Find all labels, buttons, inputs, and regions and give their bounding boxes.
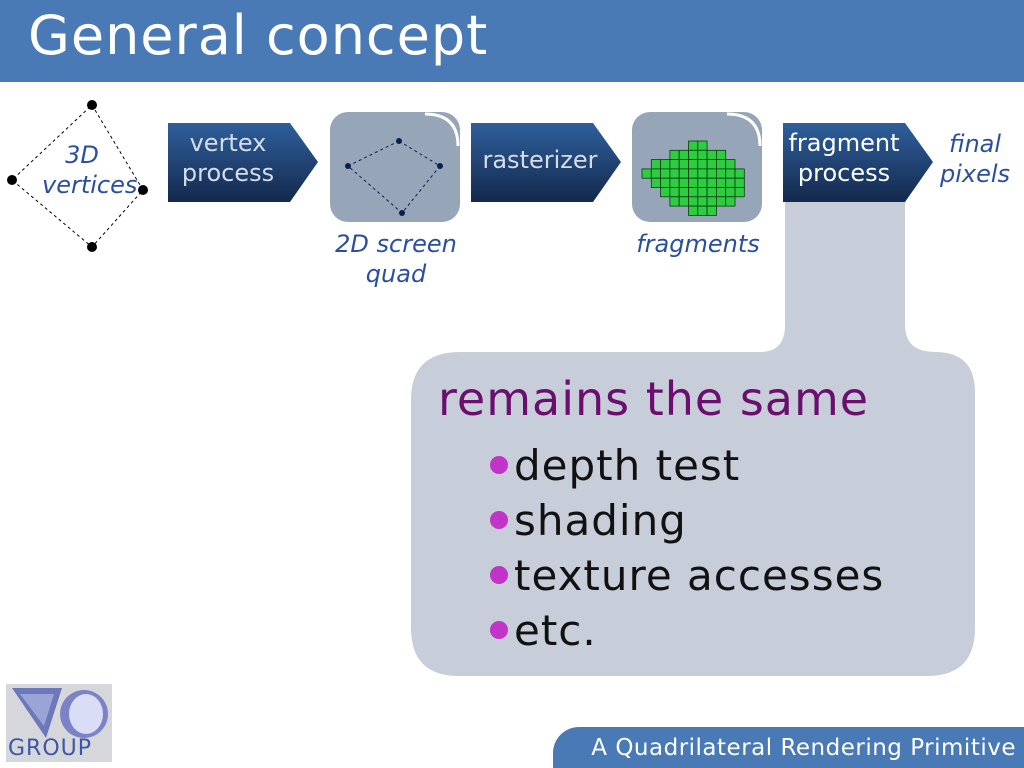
- fragments-tile: [632, 112, 762, 222]
- fragment-cell: [669, 168, 680, 179]
- bullet-dot-icon: [490, 566, 508, 584]
- fragment-cell: [725, 177, 736, 188]
- fragment-cell: [660, 177, 671, 188]
- fragments-label: fragments: [636, 230, 760, 258]
- fragment-cell: [660, 168, 671, 179]
- fragment-cell: [734, 187, 745, 198]
- fragment-cell: [697, 187, 708, 198]
- fragment-cell: [697, 140, 708, 151]
- fragment-cell: [650, 168, 661, 179]
- list-item: shading: [490, 493, 884, 548]
- fragment-cell: [688, 168, 699, 179]
- fragment-cell: [716, 159, 727, 170]
- callout-heading: remains the same: [438, 372, 870, 426]
- fragment-cell: [688, 205, 699, 216]
- screen-quad-tile: [330, 112, 460, 222]
- input-vertices-diagram: [7, 100, 148, 252]
- fragment-cell: [678, 168, 689, 179]
- list-item: depth test: [490, 438, 884, 493]
- fragment-cell: [678, 187, 689, 198]
- title-bar: General concept: [0, 0, 1024, 82]
- fragment-cell: [697, 159, 708, 170]
- fragment-cell: [688, 149, 699, 161]
- bullet-dot-icon: [490, 621, 508, 639]
- fragment-cell: [725, 159, 736, 170]
- fragment-cell: [697, 196, 708, 207]
- fragment-cell: [706, 187, 717, 198]
- fragment-cell: [669, 187, 680, 198]
- fragment-cell: [660, 159, 671, 170]
- fragment-cell: [706, 168, 717, 179]
- fragment-cell: [688, 177, 699, 188]
- fragment-cell: [669, 196, 680, 207]
- fragment-cell: [716, 187, 727, 198]
- fragment-cell: [725, 168, 736, 179]
- callout-connector: [785, 200, 935, 352]
- fragment-process-arrow: [783, 123, 933, 202]
- bullet-dot-icon: [490, 511, 508, 529]
- fragment-cell: [706, 196, 717, 207]
- fragment-cell: [669, 159, 680, 170]
- fragment-cell: [688, 187, 699, 198]
- logo-text: GROUP: [8, 736, 93, 761]
- fragment-cell: [716, 196, 727, 207]
- fragment-cell: [734, 168, 745, 179]
- fragment-cell: [688, 196, 699, 207]
- input-vertices-label: 3D vertices: [42, 141, 138, 199]
- slide-title: General concept: [28, 4, 489, 67]
- fragment-cell: [669, 177, 680, 188]
- fragment-cell: [706, 149, 717, 161]
- fragment-cell: [641, 168, 652, 179]
- fragment-cell: [697, 149, 708, 161]
- fragment-cell: [678, 177, 689, 188]
- fragment-cell: [669, 149, 680, 161]
- fragment-cell: [678, 159, 689, 170]
- footer-title: A Quadrilateral Rendering Primitive: [591, 735, 1016, 761]
- group-logo: GROUP: [6, 684, 112, 762]
- fragment-cell: [678, 196, 689, 207]
- fragment-cell: [706, 177, 717, 188]
- fragment-cell: [716, 168, 727, 179]
- fragment-cell: [706, 159, 717, 170]
- fragment-cell: [688, 140, 699, 151]
- fragment-cell: [725, 187, 736, 198]
- fragment-cell: [650, 177, 661, 188]
- fragment-cell: [660, 187, 671, 198]
- footer-bar: A Quadrilateral Rendering Primitive: [553, 727, 1024, 768]
- bullet-dot-icon: [490, 456, 508, 474]
- rasterizer-arrow: [471, 123, 621, 202]
- logo-mark-icon: [12, 688, 108, 738]
- list-item: etc.: [490, 603, 884, 658]
- fragment-cell: [688, 159, 699, 170]
- callout-bubble: [411, 325, 975, 676]
- final-pixels-label: final pixels: [939, 130, 1011, 188]
- list-item: texture accesses: [490, 548, 884, 603]
- fragment-cell: [716, 149, 727, 161]
- callout-list: depth test shading texture accesses etc.: [490, 438, 884, 658]
- fragment-cell: [716, 177, 727, 188]
- vertex-process-arrow: [168, 123, 318, 202]
- fragment-cell: [697, 205, 708, 216]
- fragment-cell: [725, 196, 736, 207]
- vertex-process-label: vertex process: [181, 129, 275, 187]
- fragment-cell: [734, 177, 745, 188]
- fragment-cell: [697, 177, 708, 188]
- fragment-cell: [706, 205, 717, 216]
- fragment-cell: [697, 168, 708, 179]
- fragment-cell: [678, 149, 689, 161]
- screen-quad-label: 2D screen quad: [335, 230, 457, 288]
- rasterizer-label: rasterizer: [482, 146, 598, 174]
- fragment-process-label: fragment process: [788, 129, 900, 187]
- fragment-cell: [650, 159, 661, 170]
- fragment-grid: [641, 140, 745, 216]
